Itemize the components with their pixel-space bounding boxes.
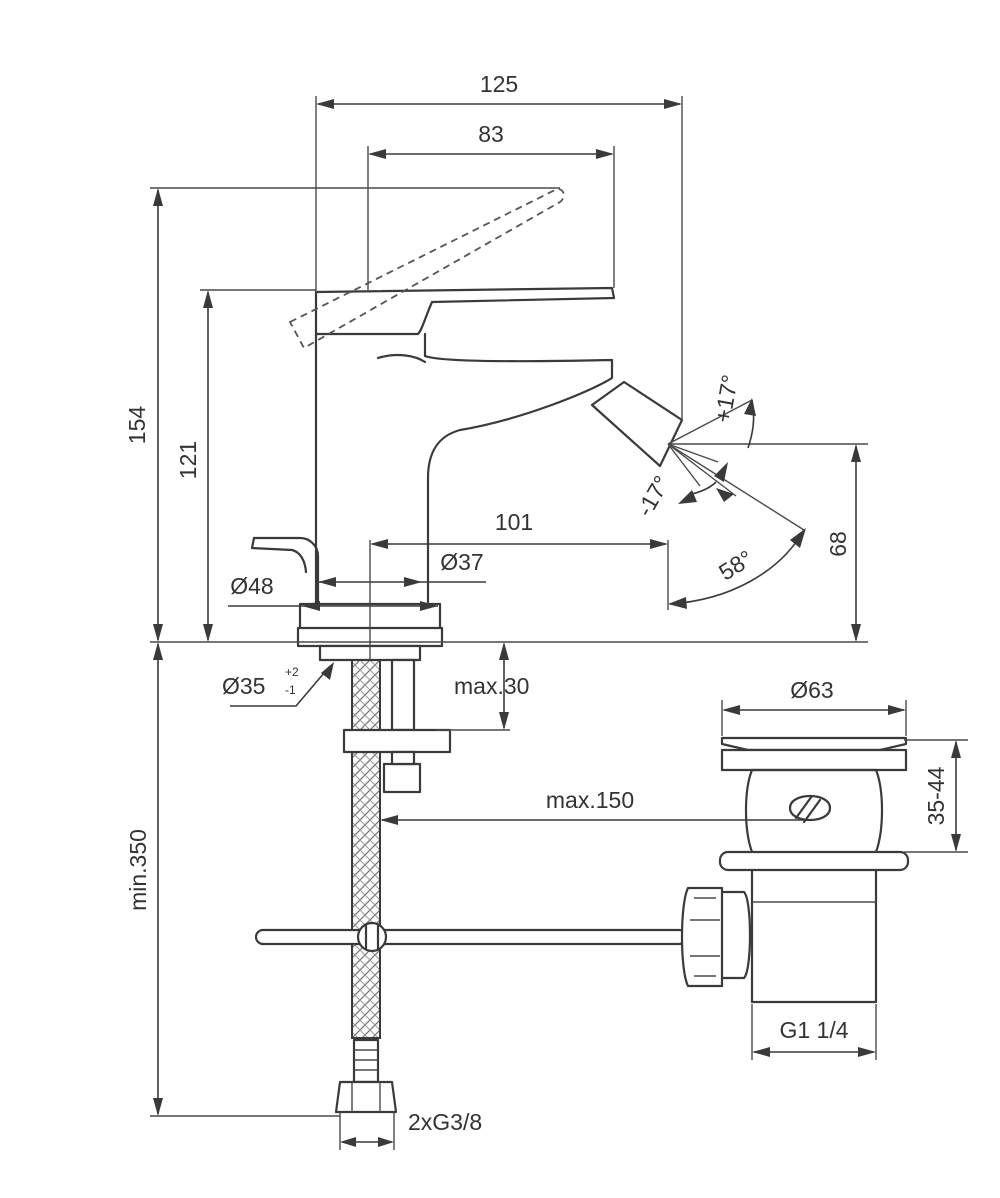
dimension-labels: 125 83 154 121 101 Ø37 Ø48 68 Ø35 +2 -1 … bbox=[124, 71, 949, 1135]
angle-plus17-label: +17° bbox=[709, 373, 743, 425]
dim-68-label: 68 bbox=[825, 531, 851, 557]
angle-indicators bbox=[667, 398, 806, 609]
dim-d35-tolerance-plus: +2 bbox=[285, 665, 299, 679]
dim-g38-label: 2xG3/8 bbox=[408, 1109, 482, 1135]
mounting-hardware bbox=[334, 658, 452, 1114]
dim-121-label: 121 bbox=[175, 441, 201, 479]
dim-154-label: 154 bbox=[124, 406, 150, 445]
dim-d35-tolerance-minus: -1 bbox=[285, 683, 296, 697]
dim-83-label: 83 bbox=[478, 121, 504, 147]
dim-max150-label: max.150 bbox=[546, 787, 634, 813]
dim-g114-label: G1 1/4 bbox=[779, 1017, 848, 1043]
angle-minus17-label: -17° bbox=[631, 471, 675, 521]
waste-drain bbox=[680, 736, 910, 1004]
dim-min350-label: min.350 bbox=[125, 829, 151, 911]
pop-up-rod bbox=[254, 921, 688, 953]
dimension-lines bbox=[150, 96, 968, 1150]
dim-35-44-label: 35-44 bbox=[923, 766, 949, 825]
dim-101-label: 101 bbox=[495, 509, 533, 535]
dim-125-label: 125 bbox=[480, 71, 518, 97]
dim-d35-label: Ø35 bbox=[222, 673, 265, 699]
dim-d63-label: Ø63 bbox=[790, 677, 833, 703]
dim-max30-label: max.30 bbox=[454, 673, 529, 699]
dim-d37-label: Ø37 bbox=[440, 549, 483, 575]
dim-d48-label: Ø48 bbox=[230, 573, 273, 599]
angle-58-label: 58° bbox=[714, 545, 757, 585]
